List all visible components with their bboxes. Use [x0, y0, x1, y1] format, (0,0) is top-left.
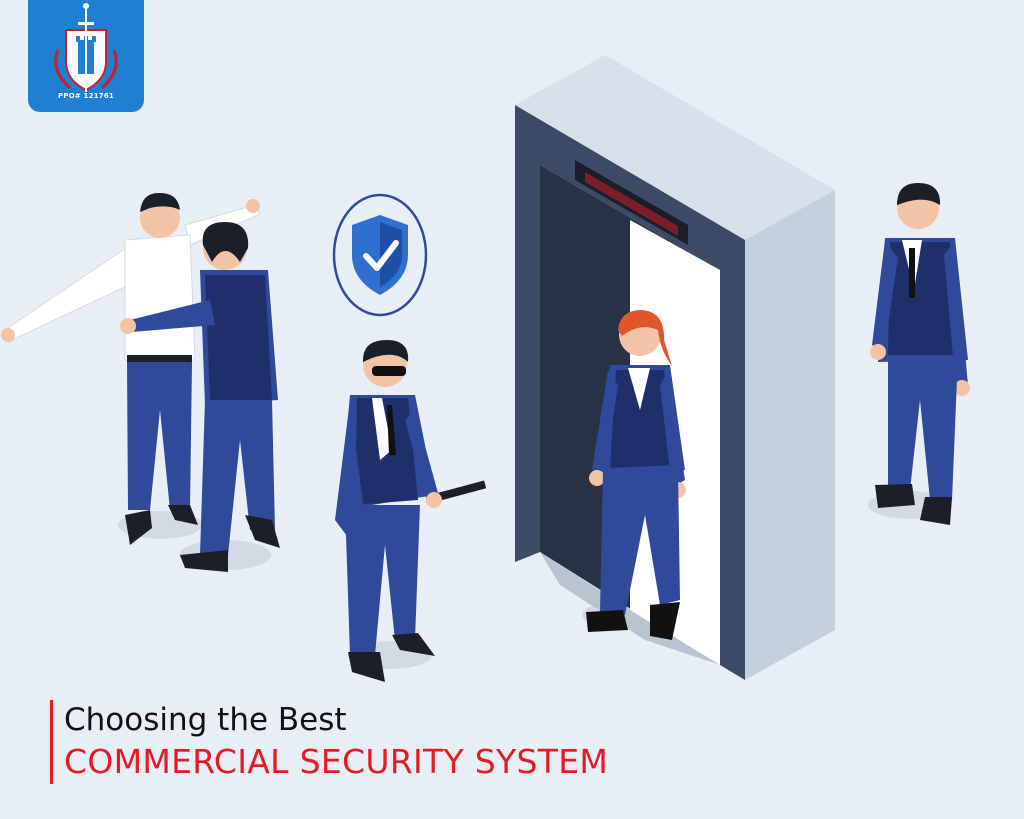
headline-line-1: Choosing the Best	[64, 702, 347, 738]
woman-walking-through	[586, 310, 686, 640]
shield-sword-tower-emblem-icon	[54, 3, 118, 92]
license-number: PPO# 121761	[58, 92, 114, 100]
headline: Choosing the Best COMMERCIAL SECURITY SY…	[50, 700, 608, 784]
company-logo: PPO# 121761	[28, 0, 144, 112]
guard-frisking	[120, 222, 280, 572]
headline-line-2: COMMERCIAL SECURITY SYSTEM	[64, 742, 609, 781]
guard-with-baton	[335, 340, 487, 682]
guard-standing-right	[870, 183, 970, 525]
shield-check-icon	[332, 193, 428, 317]
